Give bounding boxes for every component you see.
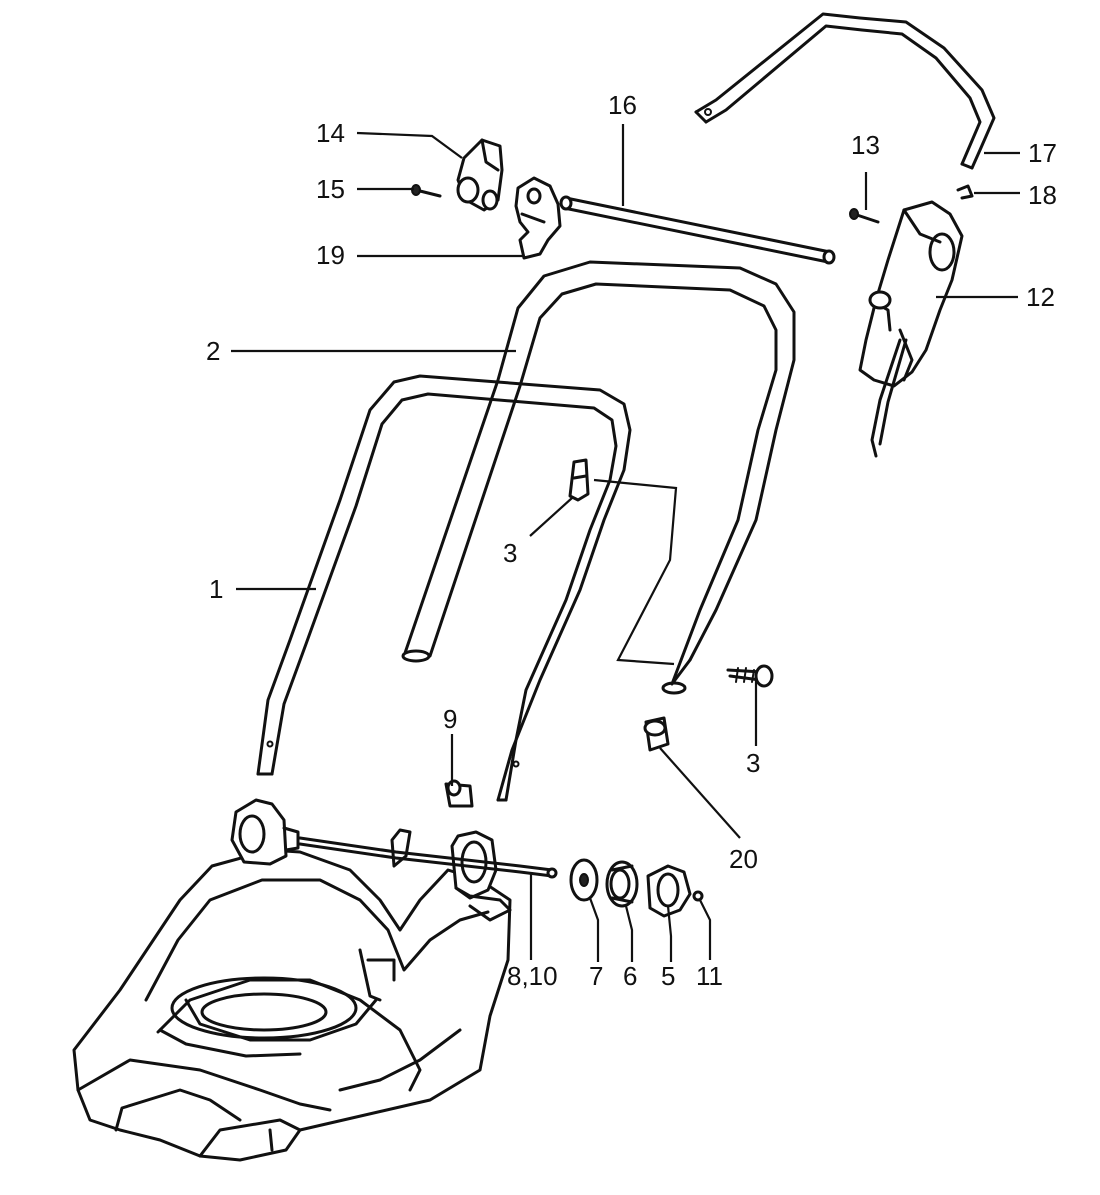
label-part-12: 12: [1026, 282, 1055, 312]
label-part-5: 5: [661, 961, 676, 991]
upper-handle-2: [401, 260, 796, 695]
label-part-6: 6: [623, 961, 638, 991]
axle-8-10: [298, 828, 558, 879]
label-part-1: 1: [209, 574, 224, 604]
label-part-20: 20: [729, 844, 758, 874]
label-part-17: 17: [1028, 138, 1057, 168]
rod-16: [559, 195, 836, 265]
label-part-7: 7: [589, 961, 604, 991]
hub-5: [646, 864, 692, 918]
mower-deck: [72, 848, 512, 1162]
bushing-20: [643, 716, 670, 752]
clip-9: [444, 779, 474, 808]
clip-18: [956, 184, 974, 200]
switch-box-12: [858, 200, 964, 458]
label-part-14: 14: [316, 118, 345, 148]
label-part-2: 2: [206, 336, 221, 366]
label-part-9: 9: [443, 704, 458, 734]
assembly-guide-line: [593, 478, 678, 666]
bracket-19: [514, 176, 562, 260]
pin-3-upper: [568, 458, 590, 502]
leader-lines: [231, 124, 1020, 962]
label-part-3-upper: 3: [503, 538, 518, 568]
label-part-3-lower: 3: [746, 748, 761, 778]
clamp-14: [456, 138, 504, 212]
bolt-3-lower: [726, 664, 774, 688]
screw-15: [411, 184, 442, 198]
deck-wheel-mount-right: [450, 830, 512, 922]
nut-11: [692, 890, 704, 902]
label-part-11: 11: [696, 961, 723, 991]
label-part-13: 13: [851, 130, 880, 160]
screw-13: [849, 208, 880, 224]
label-part-19: 19: [316, 240, 345, 270]
washer-7: [569, 858, 599, 902]
label-part-16: 16: [608, 90, 637, 120]
label-part-8-10: 8,10: [507, 961, 558, 991]
label-part-18: 18: [1028, 180, 1057, 210]
label-part-15: 15: [316, 174, 345, 204]
deck-wheel-mount-left: [230, 798, 300, 866]
lower-handle-1: [256, 374, 632, 802]
handle-bar-17: [694, 12, 996, 170]
bearing-6: [605, 860, 639, 908]
